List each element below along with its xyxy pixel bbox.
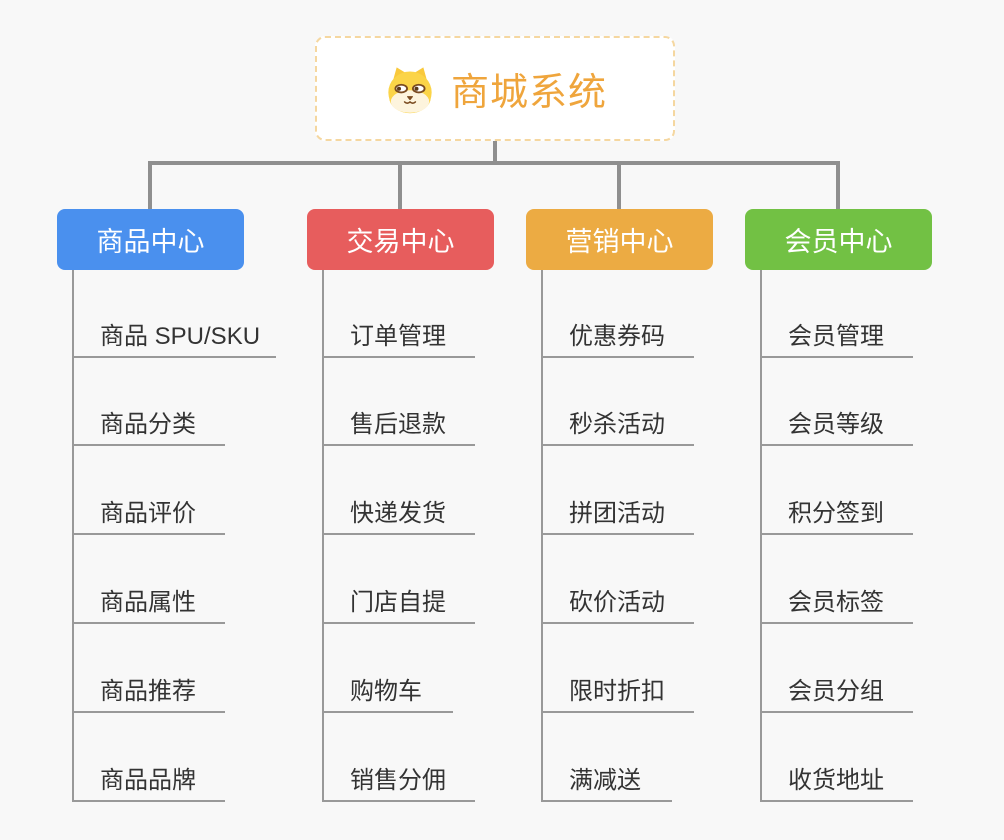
tree-item[interactable]: 商品属性: [72, 580, 225, 624]
tree-item[interactable]: 快递发货: [322, 491, 475, 535]
tree-item[interactable]: 会员管理: [760, 314, 913, 358]
tree-item[interactable]: 积分签到: [760, 491, 913, 535]
branch-node-member[interactable]: 会员中心: [745, 209, 932, 270]
branch-items-line: [760, 270, 762, 802]
dog-face-icon: [388, 66, 432, 113]
connector-branch-stub: [148, 161, 152, 210]
tree-item[interactable]: 会员分组: [760, 669, 913, 713]
connector-horizontal: [148, 161, 840, 165]
branch-items-line: [322, 270, 324, 802]
connector-root-vertical: [493, 139, 497, 165]
branch-items-line: [541, 270, 543, 802]
tree-item[interactable]: 商品 SPU/SKU: [72, 314, 276, 358]
branch-label: 营销中心: [565, 227, 674, 257]
tree-item[interactable]: 商品评价: [72, 491, 225, 535]
tree-item[interactable]: 购物车: [322, 669, 453, 713]
branch-node-marketing[interactable]: 营销中心: [526, 209, 713, 270]
root-title: 商城系统: [450, 72, 607, 114]
tree-item[interactable]: 销售分佣: [322, 758, 475, 802]
tree-item[interactable]: 订单管理: [322, 314, 475, 358]
branch-node-trade[interactable]: 交易中心: [307, 209, 494, 270]
connector-branch-stub: [398, 161, 402, 210]
tree-item[interactable]: 秒杀活动: [541, 402, 694, 446]
tree-item[interactable]: 限时折扣: [541, 669, 694, 713]
branch-items-line: [72, 270, 74, 802]
tree-item[interactable]: 拼团活动: [541, 491, 694, 535]
tree-item[interactable]: 商品分类: [72, 402, 225, 446]
tree-item[interactable]: 会员等级: [760, 402, 913, 446]
tree-item[interactable]: 收货地址: [760, 758, 913, 802]
branch-label: 会员中心: [784, 227, 893, 257]
connector-branch-stub: [617, 161, 621, 210]
tree-item[interactable]: 商品品牌: [72, 758, 225, 802]
tree-item[interactable]: 砍价活动: [541, 580, 694, 624]
tree-item[interactable]: 优惠券码: [541, 314, 694, 358]
connector-branch-stub: [836, 161, 840, 210]
branch-label: 商品中心: [96, 227, 205, 257]
branch-node-product[interactable]: 商品中心: [57, 209, 244, 270]
tree-item[interactable]: 商品推荐: [72, 669, 225, 713]
branch-label: 交易中心: [346, 227, 455, 257]
root-node[interactable]: 商城系统: [315, 36, 675, 141]
tree-item[interactable]: 会员标签: [760, 580, 913, 624]
tree-item[interactable]: 售后退款: [322, 402, 475, 446]
tree-item[interactable]: 门店自提: [322, 580, 475, 624]
tree-item[interactable]: 满减送: [541, 758, 672, 802]
